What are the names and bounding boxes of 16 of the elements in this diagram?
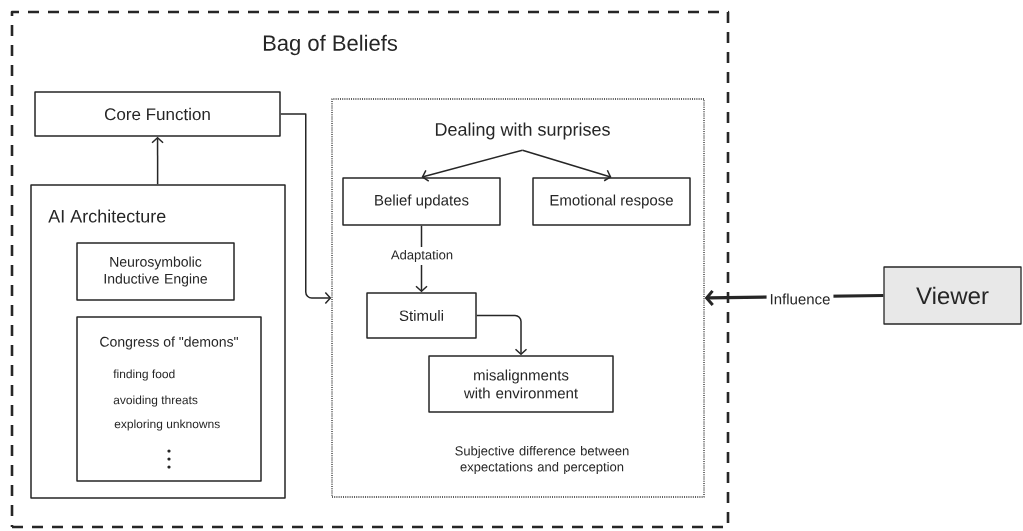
process-box: Neurosymbolic Inductive Engine — [76, 242, 235, 301]
actor-box: Viewer — [883, 266, 1022, 325]
arrow — [280, 113, 332, 305]
edge-label: Adaptation — [387, 246, 457, 266]
process-box: Emotional respose — [532, 177, 691, 226]
edge-label: Influence — [766, 290, 834, 308]
heading-text: Dealing with surprises — [435, 122, 610, 140]
arrow — [151, 136, 164, 185]
process-box: Stimuli — [366, 292, 477, 339]
process-box: Belief updates — [342, 177, 501, 226]
process-box: Core Function — [34, 91, 281, 137]
arrow — [421, 149, 524, 182]
arrow — [521, 149, 612, 182]
process-box: misalignments with environment — [428, 355, 614, 413]
list-box: Congress of "demons" finding food avoiding threats exploring unknowns — [76, 316, 262, 482]
arrow — [476, 314, 528, 356]
